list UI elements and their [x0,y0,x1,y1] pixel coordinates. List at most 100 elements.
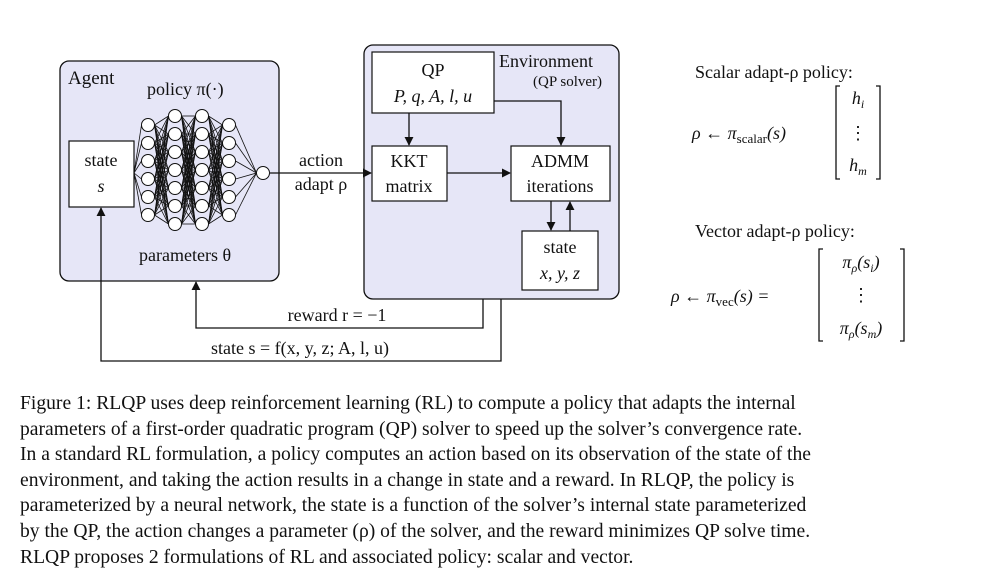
nn-node [256,166,270,180]
nn-edge [208,124,223,225]
agent-state-line2: s [97,176,104,196]
vector-bracket-right [900,248,905,342]
rlqp-diagram: Agent policy π(·) parameters θ state s E… [59,44,905,362]
vector-vector-top: πρ(si) [842,252,879,275]
kkt-box-line1: KKT [391,151,428,171]
nn-node [168,199,182,213]
nn-node [141,118,155,132]
nn-edge [208,124,223,189]
nn-node [168,127,182,141]
vector-vector-bottom: πρ(sm) [840,318,882,341]
parameters-label: parameters θ [139,245,231,265]
admm-box-line1: ADMM [531,151,589,171]
nn-edge [154,169,169,216]
nn-node [222,172,236,186]
nn-node [195,217,209,231]
environment-subtitle: (QP solver) [533,74,602,90]
scalar-policy-formula: ρ ← πscalar(s) [691,123,786,146]
nn-node [168,181,182,195]
nn-edge [154,115,169,162]
qp-box-line1: QP [421,60,444,80]
action-label-line1: action [299,150,343,170]
caption-line: In a standard RL formulation, a policy c… [20,444,811,466]
environment-title: Environment [499,51,593,71]
vector-policy-formula: ρ ← πvec(s) = [670,286,769,309]
action-label-line2: adapt ρ [295,174,347,194]
policy-label: policy π(·) [147,79,224,100]
caption-line: environment, and taking the action resul… [20,469,795,491]
nn-node [141,190,155,204]
nn-node [195,109,209,123]
nn-edge [235,160,257,174]
admm-box [510,145,611,202]
solver-state-box [521,230,599,291]
nn-edge [181,115,196,171]
nn-edge [208,160,223,225]
nn-edge [181,115,196,135]
nn-node [222,208,236,222]
state-feedback-arrow [96,207,502,362]
caption-line: RLQP proposes 2 formulations of RL and a… [20,546,634,568]
nn-edge [154,115,169,144]
solver-state-line2: x, y, z [539,263,580,283]
nn-edge [154,115,169,198]
nn-node [141,154,155,168]
nn-edge [208,115,223,126]
nn-node [195,199,209,213]
kkt-box-line2: matrix [386,176,433,196]
nn-edge [208,124,223,135]
reward-arrow [191,281,484,329]
nn-edge [235,172,257,216]
nn-node [195,163,209,177]
vector-bracket-left [818,248,823,342]
nn-node [168,145,182,159]
figure-caption: Figure 1: RLQP uses deep reinforcement l… [20,391,970,570]
admm-box-line2: iterations [527,176,594,196]
nn-node [168,217,182,231]
qp-box [371,51,495,114]
scalar-vector-bottom: hm [849,155,867,178]
qp-to-admm-arrow [494,100,566,146]
nn-edge [208,178,223,225]
nn-edge [154,187,169,216]
nn-edge [181,169,196,225]
nn-edge [133,172,142,216]
nn-edge [133,160,142,174]
nn-edge [235,172,257,198]
caption-line: Figure 1: RLQP uses deep reinforcement l… [20,393,796,414]
scalar-vector-dots: ⋮ [849,123,867,143]
nn-node [222,190,236,204]
scalar-bracket-right [876,85,881,180]
nn-edge [235,142,257,174]
nn-node [195,145,209,159]
nn-edge [208,124,223,153]
neural-network [133,109,270,231]
caption-line: parameters of a first-order quadratic pr… [20,418,803,440]
nn-edge [133,172,142,198]
nn-node [168,109,182,123]
nn-edge [181,115,196,153]
nn-node [141,172,155,186]
nn-edge [181,151,196,225]
nn-edge [154,151,169,216]
nn-node [222,154,236,168]
nn-edge [208,124,223,207]
nn-node [141,136,155,150]
vector-vector-dots: ⋮ [852,285,870,305]
caption-line: by the QP, the action changes a paramete… [20,520,811,542]
nn-node [141,208,155,222]
reward-label: reward r = −1 [288,305,387,325]
caption-line: parameterized by a neural network, the s… [20,495,807,517]
nn-edge [154,115,169,216]
nn-node [168,163,182,177]
kkt-box [371,145,448,202]
nn-edge [235,172,257,180]
nn-edge [133,124,142,174]
nn-node [222,136,236,150]
nn-edge [154,115,169,126]
solver-state-line1: state [544,237,577,257]
nn-edge [154,133,169,216]
nn-edge [154,205,169,216]
nn-edge [181,115,196,189]
scalar-policy-heading: Scalar adapt-ρ policy: [695,62,853,82]
